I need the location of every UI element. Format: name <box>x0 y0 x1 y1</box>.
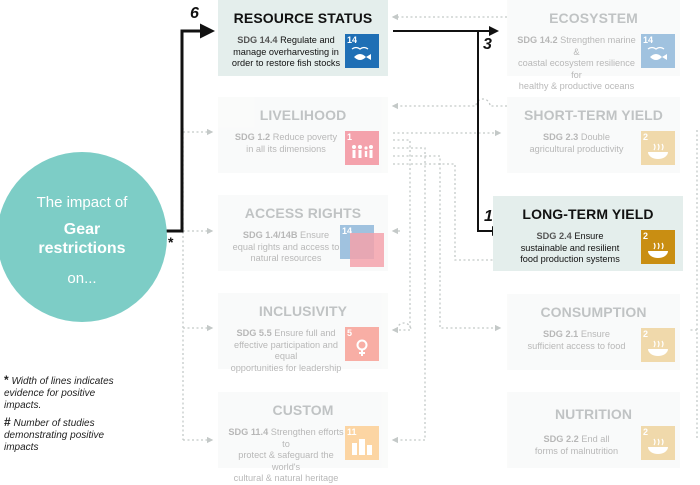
sdg14-icon: 14 <box>340 225 374 259</box>
sdg1-icon <box>350 233 384 267</box>
dotted-hop <box>393 322 412 331</box>
center-line2: Gear restrictions <box>0 220 167 258</box>
box-title: ECOSYSTEM <box>549 10 638 26</box>
center-line3: on... <box>67 270 97 287</box>
sdg14-fish-icon: 14 <box>641 34 675 68</box>
center-line2a: Gear <box>63 221 101 238</box>
box-ecosystem: ECOSYSTEM SDG 14.2 Strengthen marine &co… <box>507 0 680 91</box>
box-title: ACCESS RIGHTS <box>244 205 362 221</box>
center-line1: The impact of <box>36 194 128 211</box>
sdg1-people-icon: 1 <box>345 131 379 165</box>
box-desc: SDG 14.2 Strengthen marine &coastal ecos… <box>517 35 636 91</box>
sdg14-fish-icon: 14 <box>345 34 379 68</box>
dotted-vert-c <box>393 155 502 332</box>
connection-lines <box>163 13 698 444</box>
sdg2-bowl-icon: 2 <box>641 426 675 460</box>
sdg2-bowl-icon: 2 <box>641 131 675 165</box>
dotted-link-shortterm-livelihood <box>391 98 507 110</box>
dotted-vert-a <box>391 139 411 334</box>
sdg2-bowl-icon: 2 <box>641 230 675 264</box>
main-trunk <box>163 23 215 233</box>
link-resource-ecosystem <box>393 30 502 236</box>
box-title: CONSUMPTION <box>540 304 647 320</box>
count-longterm: 1 <box>484 208 493 225</box>
count-resource: 6 <box>190 5 199 22</box>
count-ecosystem: 3 <box>483 36 492 53</box>
box-title: LONG-TERM YIELD <box>522 206 654 222</box>
box-title: RESOURCE STATUS <box>233 10 373 26</box>
box-title: SHORT-TERM YIELD <box>523 107 664 123</box>
sdg11-city-icon: 11 <box>345 426 379 460</box>
asterisk-marker: * <box>168 234 174 250</box>
box-title: CUSTOM <box>272 402 334 418</box>
dotted-vert-b <box>391 147 426 444</box>
box-title: LIVELIHOOD <box>259 107 347 123</box>
center-line2b: restrictions <box>38 240 126 257</box>
box-title: NUTRITION <box>554 406 633 422</box>
dotted-vert-d <box>393 163 500 261</box>
sdg5-gender-icon: 5 <box>345 327 379 361</box>
gear-restrictions-circle: The impact of Gear restrictions on... <box>0 152 167 322</box>
sdg2-bowl-icon: 2 <box>641 328 675 362</box>
box-title: INCLUSIVITY <box>258 303 348 319</box>
